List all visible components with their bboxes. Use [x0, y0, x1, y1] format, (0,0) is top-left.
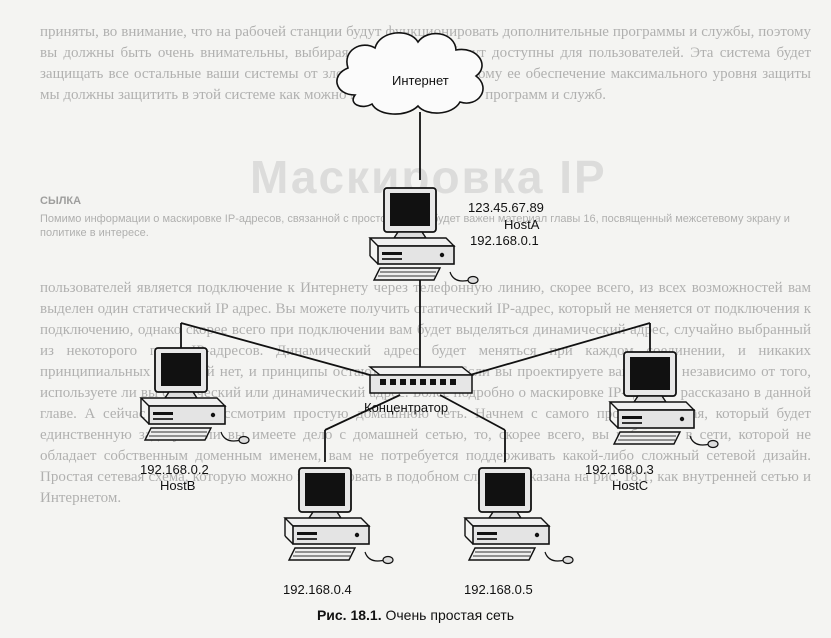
hosta-name: HostA	[504, 217, 540, 232]
hostb-name: HostB	[160, 478, 196, 493]
computer-hostc	[609, 351, 719, 449]
host4-ip: 192.168.0.4	[283, 582, 352, 597]
hosta-external-ip: 123.45.67.89	[468, 200, 544, 215]
hostc-ip: 192.168.0.3	[585, 462, 654, 477]
computer-hostb	[140, 347, 250, 445]
figure-title: Очень простая сеть	[385, 607, 515, 623]
internet-cloud	[336, 32, 484, 115]
hostc-name: HostC	[612, 478, 649, 493]
internet-label: Интернет	[392, 73, 449, 88]
computer-hosta	[369, 187, 479, 285]
network-cables	[180, 112, 651, 462]
hub-device	[368, 366, 474, 394]
computer-host5	[464, 467, 574, 565]
computer-host4	[284, 467, 394, 565]
hub-label: Концентратор	[364, 400, 449, 415]
hostb-ip: 192.168.0.2	[140, 462, 209, 477]
figure-caption: Рис. 18.1. Очень простая сеть	[0, 607, 831, 623]
background-note-heading: СЫЛКА	[40, 195, 82, 207]
hosta-ip: 192.168.0.1	[470, 233, 539, 248]
background-paragraph-top: приняты, во внимание, что на рабочей ста…	[40, 24, 811, 103]
figure-number: Рис. 18.1.	[316, 607, 382, 623]
host5-ip: 192.168.0.5	[464, 582, 533, 597]
